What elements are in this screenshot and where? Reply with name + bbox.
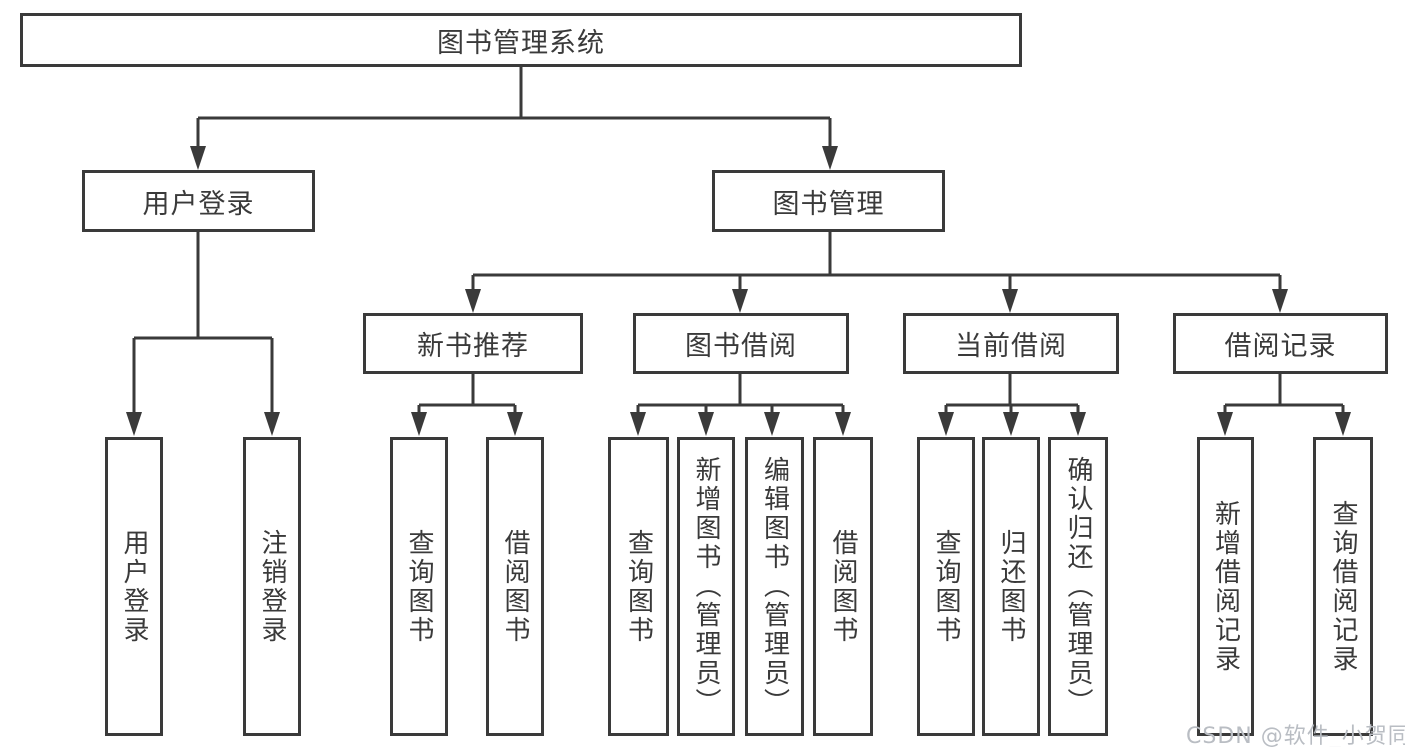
- node-user-login: 用户登录: [82, 170, 315, 232]
- leaf-label: 查询借阅记录: [1328, 499, 1358, 674]
- arrowhead: [938, 412, 954, 436]
- arrowhead: [1217, 412, 1233, 436]
- arrowhead: [698, 412, 714, 436]
- arrowhead: [190, 146, 206, 170]
- leaf-query-borrow-record: 查询借阅记录: [1313, 437, 1373, 736]
- arrowhead: [264, 412, 280, 436]
- connector-root-to-level2: [196, 67, 832, 150]
- leaf-add-borrow-record: 新增借阅记录: [1197, 437, 1254, 736]
- node-new-book-recommend: 新书推荐: [363, 313, 583, 374]
- leaf-label: 编辑图书（管理员）: [759, 456, 790, 717]
- leaf-logout: 注销登录: [243, 437, 301, 736]
- node-label: 图书管理系统: [437, 27, 605, 59]
- leaf-borrow-books-1: 借阅图书: [486, 437, 544, 736]
- arrowhead: [630, 412, 646, 436]
- arrowhead: [1335, 412, 1351, 436]
- arrowhead: [465, 289, 481, 313]
- node-label: 新书推荐: [417, 331, 529, 362]
- leaf-label: 借阅图书: [828, 528, 858, 645]
- leaf-borrow-books-2: 借阅图书: [813, 437, 873, 736]
- leaf-label: 确认归还（管理员）: [1063, 456, 1093, 717]
- node-book-management: 图书管理: [712, 170, 945, 232]
- arrowhead: [1272, 289, 1288, 313]
- leaf-edit-books-admin: 编辑图书（管理员）: [745, 437, 804, 736]
- arrowhead: [411, 412, 427, 436]
- leaf-label: 查询图书: [623, 528, 654, 645]
- connector-bookborrow-to-leaves: [636, 374, 845, 416]
- connector-currentborrow-to-leaves: [944, 374, 1080, 416]
- arrowhead: [764, 412, 780, 436]
- arrowhead: [507, 412, 523, 436]
- node-label: 图书管理: [772, 188, 885, 220]
- leaf-label: 新增借阅记录: [1210, 499, 1241, 674]
- leaf-add-books-admin: 新增图书（管理员）: [677, 437, 735, 736]
- connector-bookmgmt-to-level3: [471, 232, 1282, 292]
- connector-newbooks-to-leaves: [417, 374, 517, 416]
- leaf-label: 新增图书（管理员）: [691, 456, 721, 717]
- arrowhead: [835, 412, 851, 436]
- leaf-confirm-return-admin: 确认归还（管理员）: [1048, 437, 1108, 736]
- node-label: 用户登录: [142, 188, 255, 220]
- leaf-query-books-1: 查询图书: [390, 437, 448, 736]
- node-current-borrow: 当前借阅: [903, 313, 1119, 374]
- node-label: 当前借阅: [955, 331, 1067, 362]
- connector-borrowrecords-to-leaves: [1223, 374, 1345, 416]
- leaf-label: 归还图书: [996, 528, 1026, 645]
- arrowhead: [1002, 289, 1018, 313]
- arrowhead: [1003, 412, 1019, 436]
- csdn-watermark: CSDN @软件_小贺同学: [1186, 724, 1405, 747]
- node-label: 借阅记录: [1224, 331, 1337, 362]
- arrowhead: [822, 146, 838, 170]
- leaf-query-books-3: 查询图书: [917, 437, 975, 736]
- node-label: 图书借阅: [685, 331, 797, 362]
- connector-userlogin-to-leaves: [132, 232, 274, 416]
- leaf-label: 用户登录: [119, 528, 149, 645]
- arrowhead: [1070, 412, 1086, 436]
- arrowhead: [126, 412, 142, 436]
- leaf-user-login: 用户登录: [105, 437, 163, 736]
- leaf-label: 查询图书: [931, 528, 961, 645]
- arrowhead: [732, 289, 748, 313]
- leaf-return-books: 归还图书: [982, 437, 1040, 736]
- leaf-label: 注销登录: [257, 528, 287, 645]
- node-borrow-records: 借阅记录: [1173, 313, 1388, 374]
- leaf-label: 查询图书: [404, 528, 434, 645]
- node-book-borrow: 图书借阅: [633, 313, 849, 374]
- leaf-label: 借阅图书: [500, 528, 530, 645]
- node-library-system: 图书管理系统: [20, 13, 1022, 67]
- leaf-query-books-2: 查询图书: [608, 437, 669, 736]
